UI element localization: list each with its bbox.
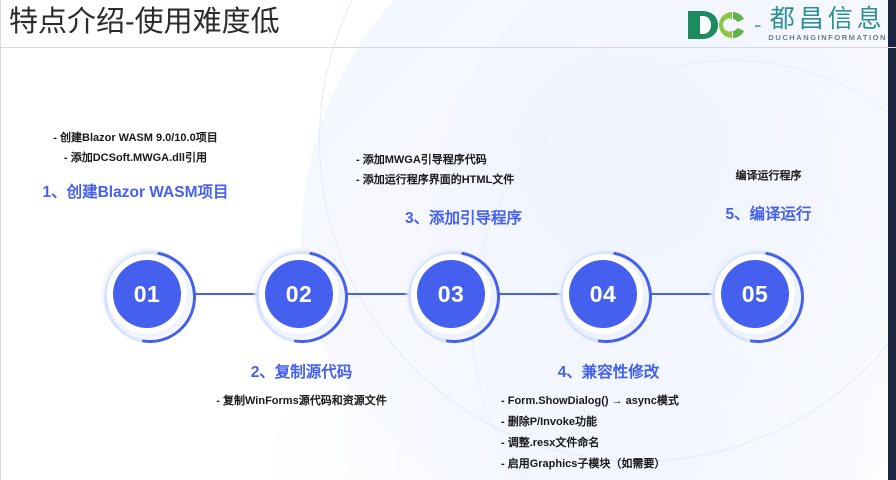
step-3-heading: 3、添加引导程序 <box>404 210 523 227</box>
page-title: 特点介绍-使用难度低 <box>9 6 280 38</box>
step-2-heading: 2、复制源代码 <box>250 364 353 381</box>
step-4-heading: 4、兼容性修改 <box>557 364 660 381</box>
node-core-1: 01 <box>113 260 181 328</box>
step-3-detail-1: - 添加MWGA引导程序代码 <box>356 154 487 166</box>
node-number-2: 02 <box>285 280 313 307</box>
right-edge-strip <box>888 0 896 480</box>
step-1-detail-2: - 添加DCSoft.MWGA.dll引用 <box>64 152 207 164</box>
step-4-detail-3: - 调整.resx文件命名 <box>501 437 600 449</box>
timeline-node-3[interactable]: 03 <box>389 232 519 362</box>
timeline-node-1[interactable]: 01 <box>85 232 215 362</box>
node-number-3: 03 <box>437 280 465 307</box>
timeline-node-4[interactable]: 04 <box>541 232 671 362</box>
step-1-detail-1: - 创建Blazor WASM 9.0/10.0项目 <box>53 132 218 144</box>
node-core-2: 02 <box>265 260 333 328</box>
brand-logo: - 都昌信息 DUCHANGINFORMATION <box>686 6 887 43</box>
node-core-5: 05 <box>721 260 789 328</box>
step-3-block: - 添加MWGA引导程序代码 - 添加运行程序界面的HTML文件 3、添加引导程… <box>356 150 571 229</box>
step-5-block: 编译运行程序 5、编译运行 <box>681 166 856 225</box>
node-core-4: 04 <box>569 260 637 328</box>
node-core-3: 03 <box>417 260 485 328</box>
step-2-detail-1: - 复制WinForms源代码和资源文件 <box>216 395 387 407</box>
node-number-4: 04 <box>589 280 617 307</box>
dc-logo-icon <box>688 10 745 39</box>
logo-company-en: DUCHANGINFORMATION <box>768 33 887 42</box>
timeline-node-2[interactable]: 02 <box>237 232 367 362</box>
step-5-heading: 5、编译运行 <box>725 206 812 223</box>
step-1-block: - 创建Blazor WASM 9.0/10.0项目 - 添加DCSoft.MW… <box>33 128 238 203</box>
step-1-heading: 1、创建Blazor WASM项目 <box>42 184 229 201</box>
step-4-detail-1: - Form.ShowDialog() → async模式 <box>501 395 679 407</box>
step-4-block: 4、兼容性修改 - Form.ShowDialog() → async模式 - … <box>501 362 716 475</box>
node-number-1: 01 <box>133 280 161 307</box>
step-5-detail-1: 编译运行程序 <box>735 170 802 182</box>
step-4-detail-2: - 删除P/Invoke功能 <box>501 416 597 428</box>
logo-dash: - <box>754 11 762 37</box>
step-3-detail-2: - 添加运行程序界面的HTML文件 <box>356 174 515 186</box>
logo-company-cn: 都昌信息 <box>769 5 886 33</box>
slide-header: 特点介绍-使用难度低 <box>1 0 896 48</box>
timeline-track: 01 02 03 04 <box>1 232 896 362</box>
timeline-node-5[interactable]: 05 <box>693 232 823 362</box>
step-2-block: 2、复制源代码 - 复制WinForms源代码和资源文件 <box>199 362 404 411</box>
node-number-5: 05 <box>741 280 769 307</box>
logo-text: 都昌信息 DUCHANGINFORMATION <box>768 6 887 43</box>
step-4-detail-4: - 启用Graphics子模块（如需要） <box>501 458 666 470</box>
